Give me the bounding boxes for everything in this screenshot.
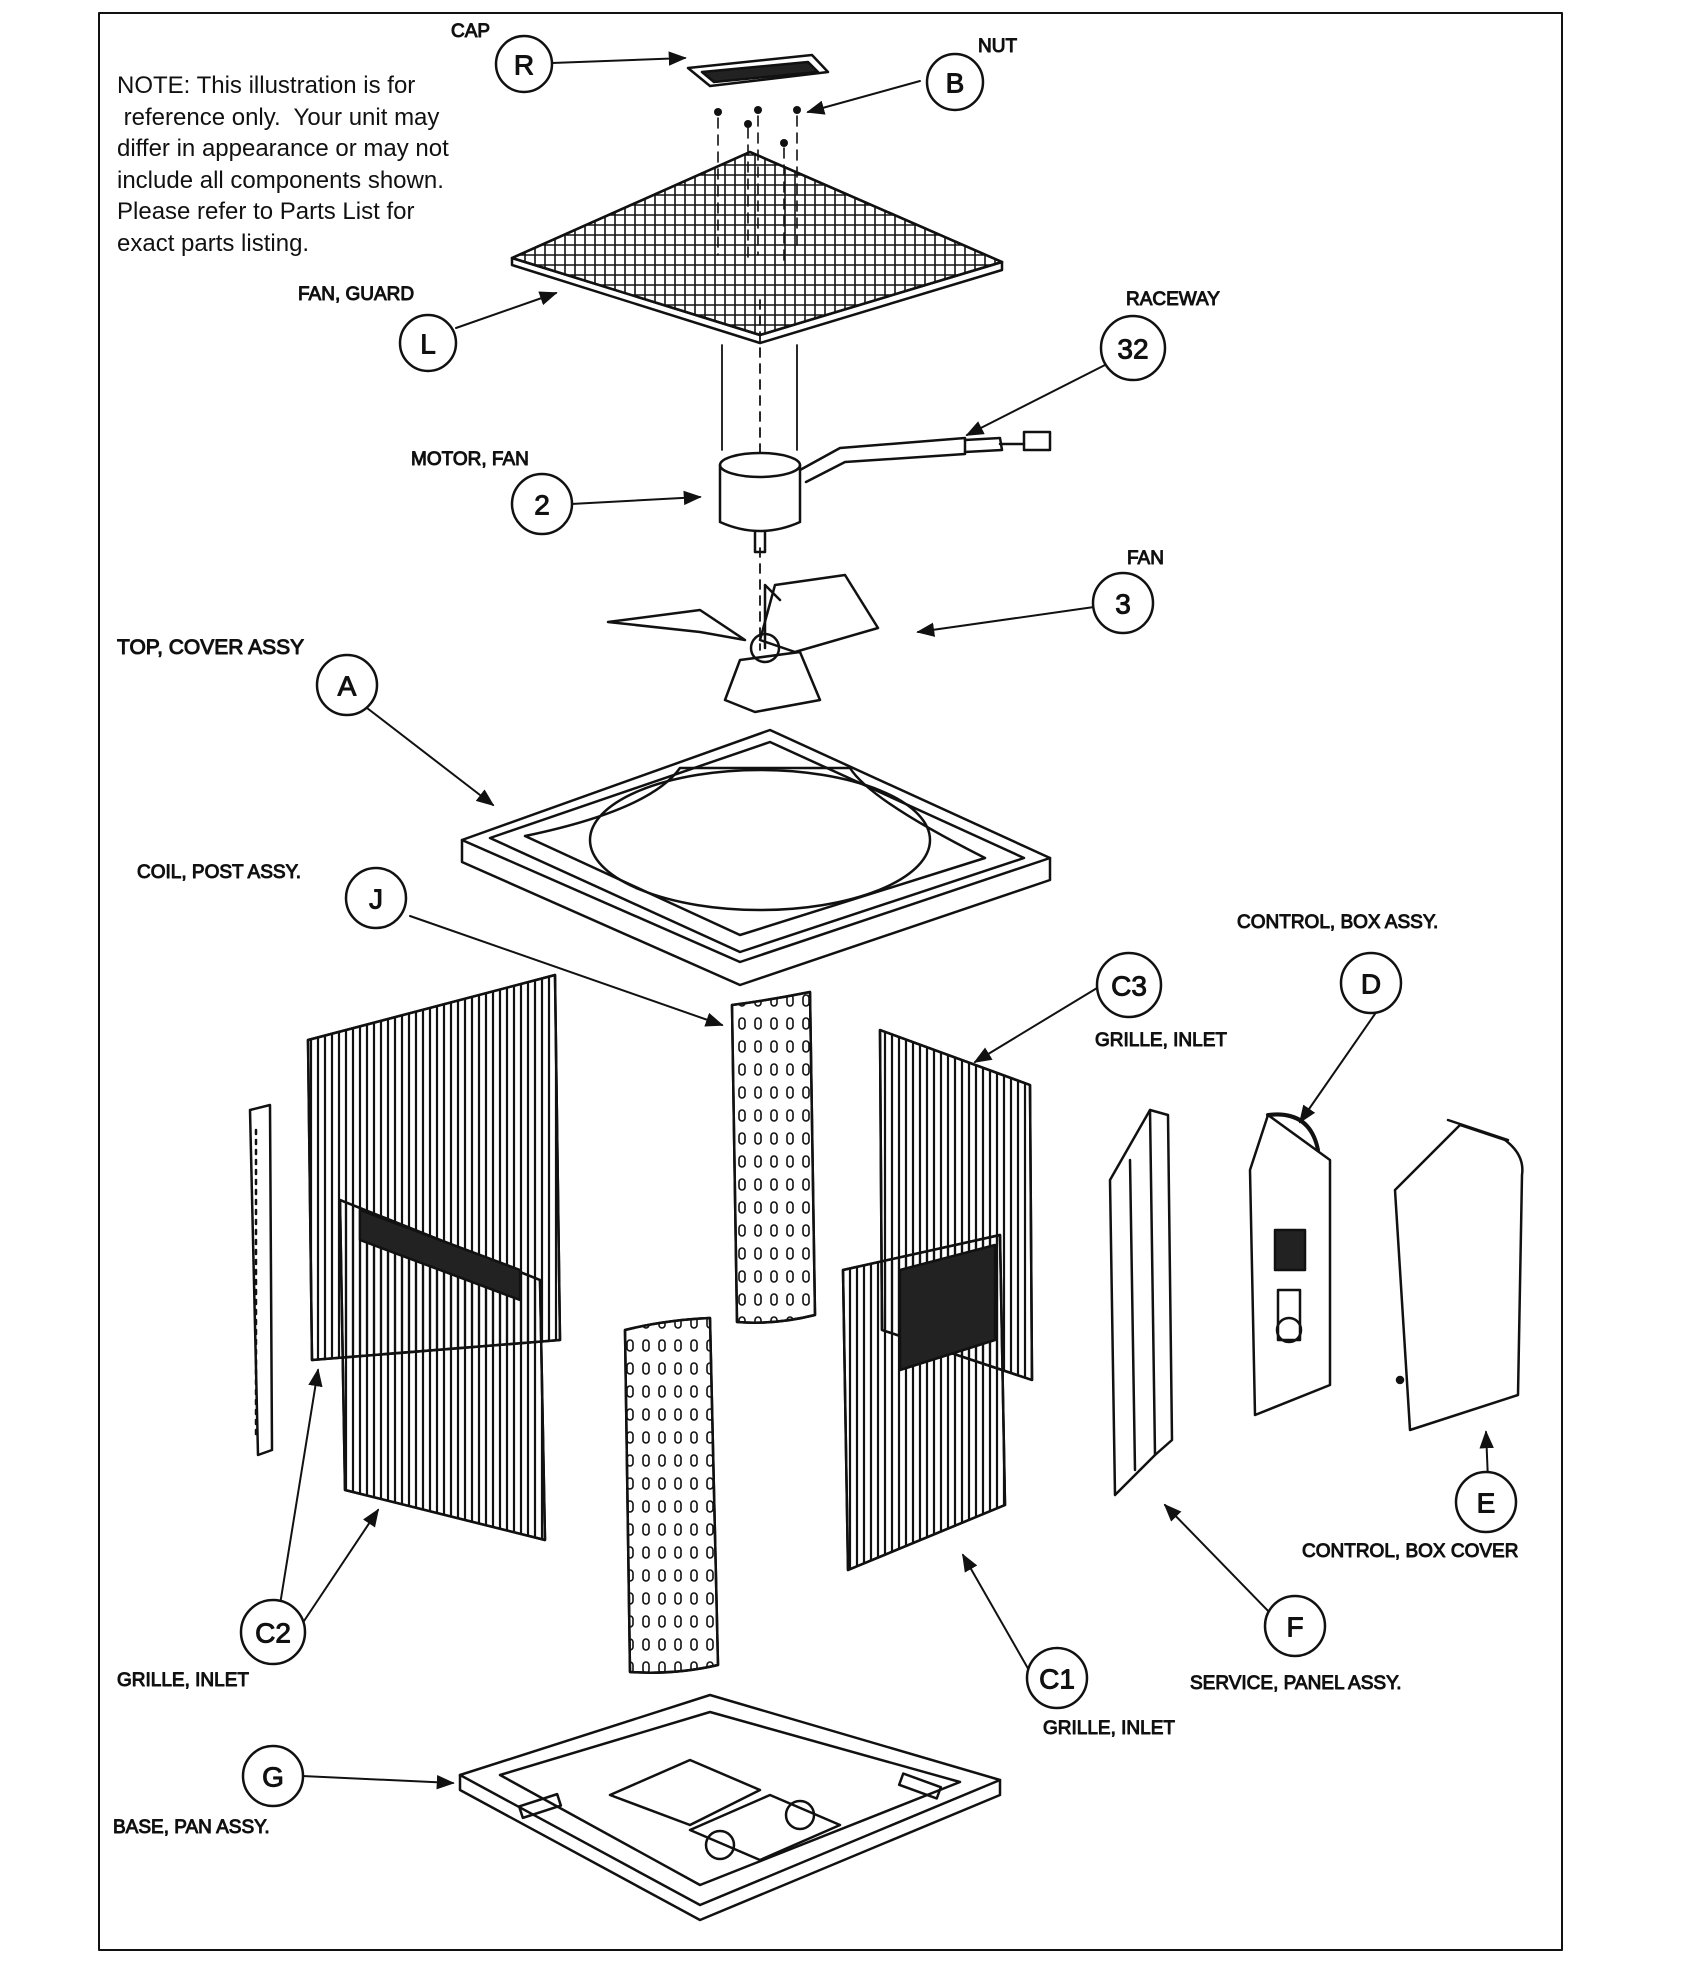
label-fan: FAN [1127, 548, 1164, 569]
callout-J-circle [344, 866, 408, 930]
label-raceway: RACEWAY [1126, 289, 1220, 310]
label-control-box-cover: CONTROL, BOX COVER [1302, 1541, 1518, 1562]
callout-C1: C1 [1039, 1664, 1075, 1695]
fan-motor-part [718, 451, 802, 554]
callout-2-circle [510, 472, 574, 536]
callout-D-circle [1339, 951, 1403, 1015]
callout-E: E [1477, 1488, 1496, 1519]
callout-F: F [1286, 1612, 1303, 1643]
callout-R: R [514, 50, 534, 81]
label-motor-fan: MOTOR, FAN [411, 449, 529, 470]
callout-32-circle [1099, 314, 1167, 382]
top-cover-part [460, 728, 1052, 987]
label-service-panel: SERVICE, PANEL ASSY. [1190, 1673, 1402, 1694]
control-box-part [1248, 1112, 1332, 1417]
callout-C3: C3 [1111, 971, 1147, 1002]
raceway-part [798, 430, 1052, 484]
callout-C2: C2 [255, 1618, 291, 1649]
callout-L: L [420, 329, 436, 360]
callout-C2-circle [239, 1598, 307, 1666]
label-cap: CAP [451, 21, 490, 42]
callout-C3-circle [1095, 951, 1163, 1019]
callout-F-circle [1263, 1594, 1327, 1658]
label-nut: NUT [978, 36, 1017, 57]
callout-C1-circle [1025, 1646, 1089, 1710]
fan-blade-part [606, 573, 880, 714]
grille-inlet-left [248, 973, 562, 1542]
callout-circles [239, 34, 1518, 1808]
label-grille-inlet-c1: GRILLE, INLET [1043, 1718, 1175, 1739]
callout-A-circle [315, 653, 379, 717]
motor-guide-lines [721, 299, 798, 651]
callout-3: 3 [1115, 589, 1131, 620]
callout-B: B [946, 68, 965, 99]
label-fan-guard: FAN, GUARD [298, 284, 414, 305]
reference-note: NOTE: This illustration is for reference… [117, 72, 449, 257]
callout-32: 32 [1117, 334, 1148, 365]
coil-post-part [730, 990, 817, 1324]
label-control-box: CONTROL, BOX ASSY. [1237, 912, 1438, 933]
label-coil-post: COIL, POST ASSY. [137, 862, 301, 883]
label-top-cover: TOP, COVER ASSY [117, 636, 304, 659]
label-grille-inlet-c2: GRILLE, INLET [117, 1670, 249, 1691]
callout-B-circle [925, 52, 985, 112]
service-panel-part [1108, 1108, 1174, 1497]
fan-guard-part [510, 150, 1004, 345]
nuts-part [714, 106, 801, 147]
base-pan-part [458, 1693, 1002, 1922]
callout-A: A [338, 671, 357, 702]
callout-L-circle [398, 313, 458, 373]
callout-3-circle [1091, 571, 1155, 635]
leader-lines [277, 51, 1494, 1790]
callout-D: D [1361, 969, 1381, 1000]
callout-J: J [369, 884, 383, 915]
callout-G-circle [241, 1744, 305, 1808]
label-base-pan: BASE, PAN ASSY. [113, 1817, 270, 1838]
coil-post-lower [623, 1316, 720, 1674]
label-grille-inlet-c3: GRILLE, INLET [1095, 1030, 1227, 1051]
callout-2: 2 [534, 490, 550, 521]
callout-G: G [262, 1762, 284, 1793]
cap-part [686, 53, 830, 88]
page-border [98, 12, 1563, 1951]
grille-inlet-right-c1 [841, 1233, 1007, 1572]
control-box-cover-part [1393, 1118, 1524, 1432]
callout-R-circle [494, 34, 554, 94]
callout-E-circle [1454, 1470, 1518, 1534]
